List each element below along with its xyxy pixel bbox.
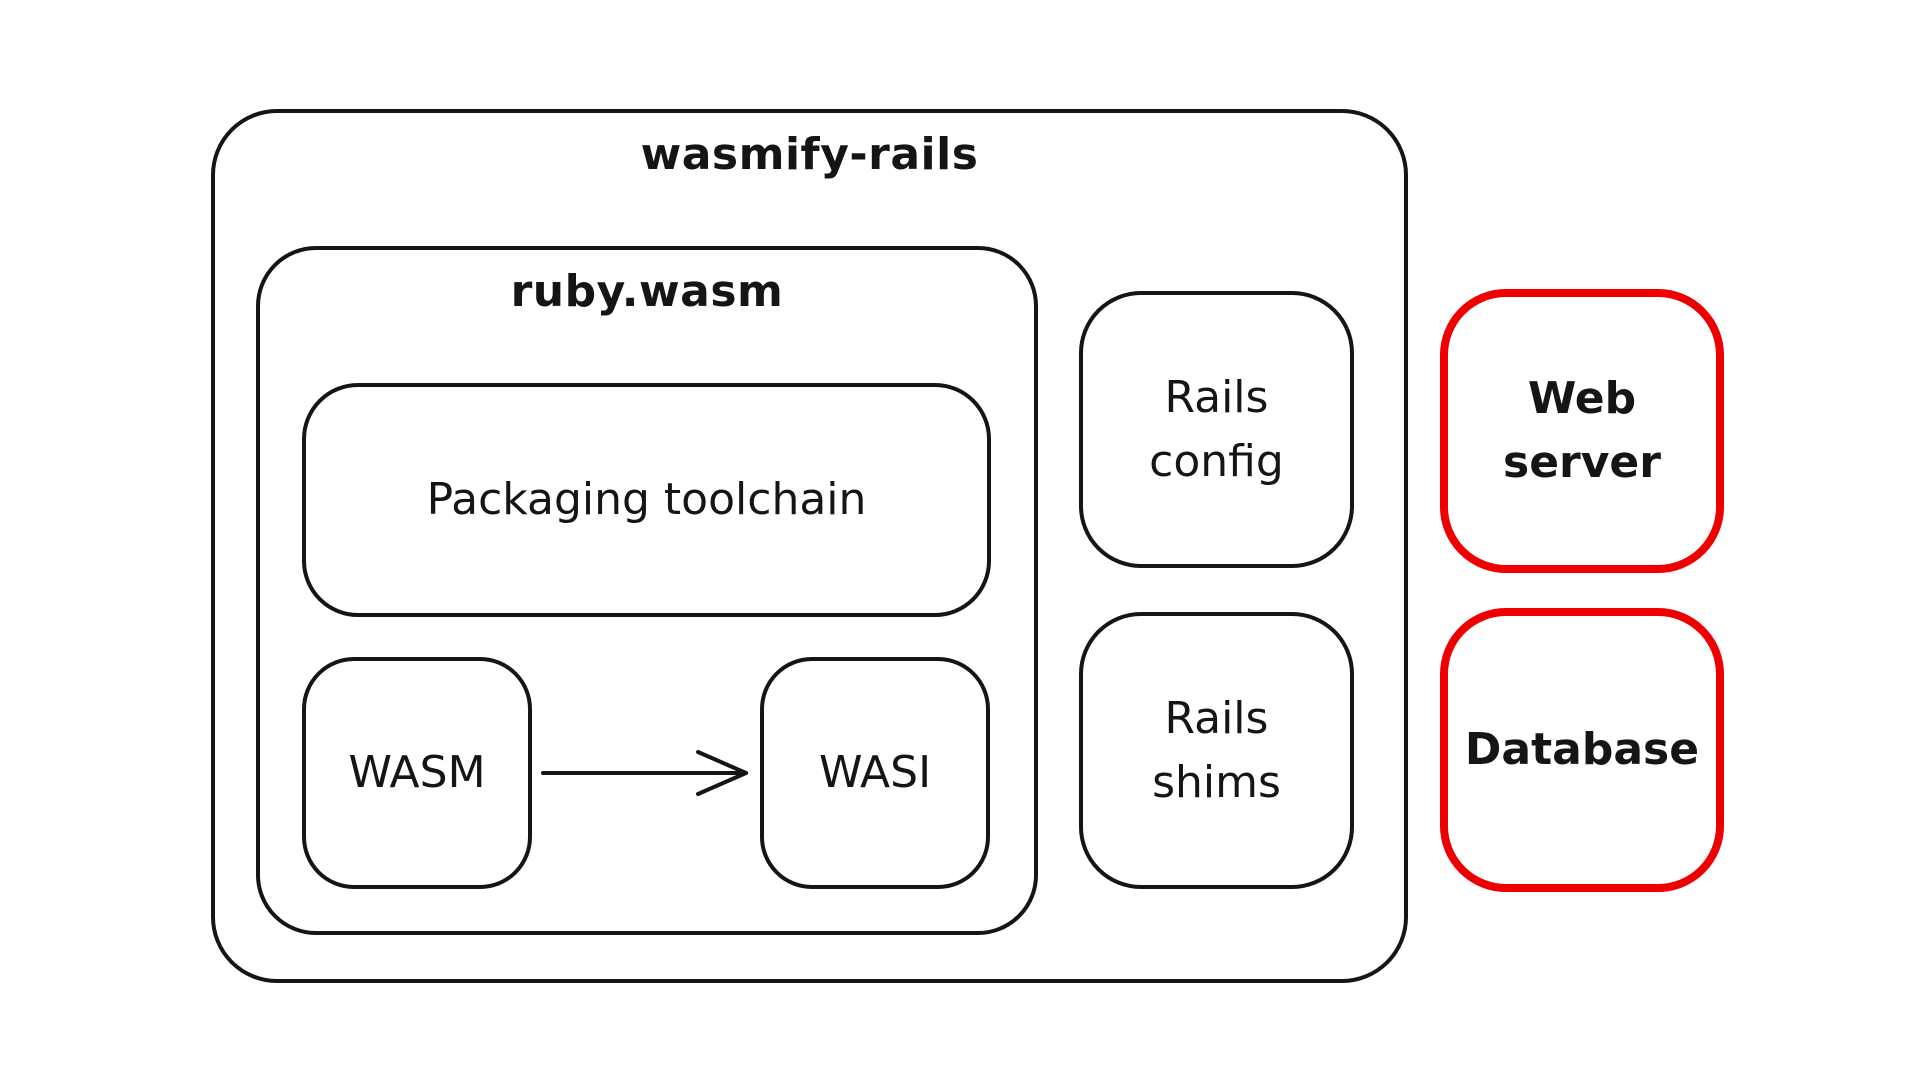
- rails-shims-box: Rails shims: [1079, 612, 1354, 889]
- ruby-wasm-title: ruby.wasm: [510, 266, 784, 317]
- database-label: Database: [1464, 724, 1700, 775]
- rails-config-box: Rails config: [1079, 291, 1354, 568]
- web-server-label: Web server: [1503, 373, 1661, 488]
- wasi-box: WASI: [760, 657, 990, 889]
- ruby-wasm-container: ruby.wasm: [256, 246, 1038, 935]
- web-server-box: Web server: [1440, 289, 1724, 573]
- database-box: Database: [1440, 608, 1724, 892]
- packaging-toolchain-label: Packaging toolchain: [426, 474, 867, 525]
- rails-shims-label: Rails shims: [1152, 692, 1281, 808]
- wasm-box: WASM: [302, 657, 532, 889]
- wasmify-rails-title: wasmify-rails: [640, 129, 979, 180]
- wasi-label: WASI: [818, 747, 932, 798]
- wasm-label: WASM: [348, 747, 486, 798]
- rails-config-label: Rails config: [1149, 371, 1284, 487]
- wasmify-rails-container: wasmify-rails: [211, 109, 1408, 983]
- packaging-toolchain-box: Packaging toolchain: [302, 383, 991, 617]
